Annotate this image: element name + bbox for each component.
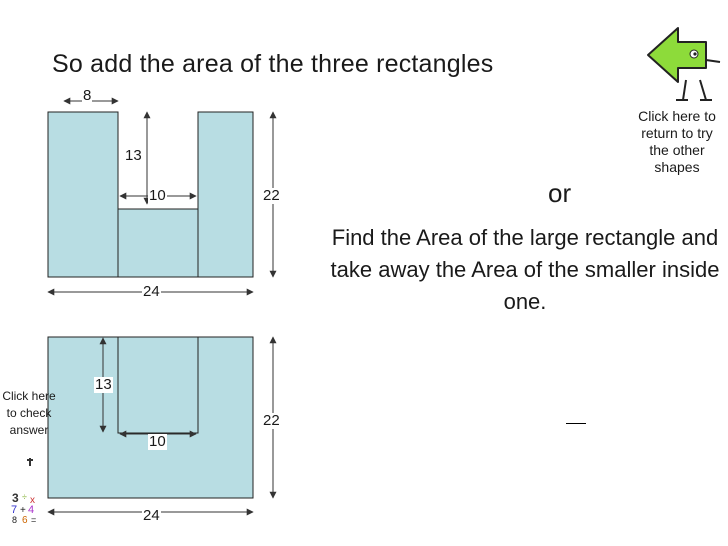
svg-text:3: 3 — [12, 491, 19, 505]
svg-text:x: x — [30, 495, 35, 506]
check-answer-link-text[interactable]: Click here to check answer — [2, 389, 56, 437]
inner-width-label-10: 10 — [148, 187, 167, 204]
top-figure — [47, 97, 277, 296]
base-label-24-bottom: 24 — [142, 507, 161, 524]
bottom-middle-rectangle — [117, 208, 199, 278]
svg-text:6: 6 — [22, 515, 28, 526]
back-arrow-character-icon[interactable] — [647, 27, 721, 101]
return-link-text[interactable]: Click here to return to try the other sh… — [638, 108, 716, 175]
inner-rectangle — [117, 336, 199, 434]
svg-text:=: = — [31, 515, 36, 525]
pointer-hand-icon — [27, 458, 33, 466]
base-label-24: 24 — [142, 283, 161, 300]
bottom-figure — [47, 336, 277, 516]
height-label-22-bottom: 22 — [262, 412, 281, 429]
svg-text:8: 8 — [12, 515, 17, 525]
alternative-method-text: Find the Area of the large rectangle and… — [330, 225, 720, 314]
inner-width-label-10-bottom: 10 — [148, 433, 167, 450]
height-label-22: 22 — [262, 187, 281, 204]
math-symbols-icon[interactable]: 3 ÷ x 7 + 4 8 6 = — [10, 490, 42, 526]
svg-text:÷: ÷ — [22, 492, 27, 502]
answer-blank-line — [566, 423, 586, 424]
inner-height-label-13: 13 — [124, 147, 143, 164]
svg-text:+: + — [20, 505, 26, 516]
width-label-8: 8 — [82, 87, 93, 104]
slide-title: So add the area of the three rectangles — [52, 50, 494, 78]
svg-text:7: 7 — [11, 504, 17, 516]
svg-text:4: 4 — [28, 504, 34, 516]
inner-height-label-13-bottom: 13 — [94, 376, 113, 393]
or-connector-text: or — [548, 178, 572, 208]
right-rectangle — [197, 111, 254, 278]
left-rectangle — [47, 111, 119, 278]
